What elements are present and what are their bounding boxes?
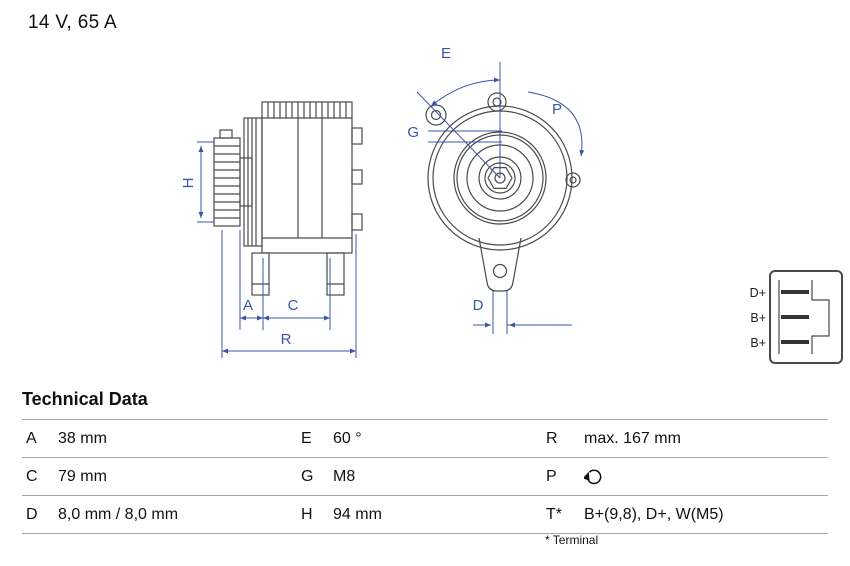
spec-key: A (22, 419, 54, 458)
dimension-H: H (180, 141, 214, 223)
pin-bplus-2 (781, 340, 809, 344)
spec-value-rotation (580, 457, 828, 496)
right-lug (565, 172, 581, 188)
spec-key: G (297, 457, 329, 496)
rotation-direction-arrow: P (527, 91, 585, 157)
table-row: C 79 mm G M8 P (22, 457, 828, 496)
spec-value: 8,0 mm / 8,0 mm (54, 495, 297, 534)
spec-value: 60 ° (329, 419, 542, 458)
spec-value: 38 mm (54, 419, 297, 458)
connector-diagram: D+ B+ B+ (750, 270, 843, 364)
spec-value: M8 (329, 457, 542, 496)
pin-bplus-1 (781, 315, 809, 319)
technical-data-table: A 38 mm E 60 ° R max. 167 mm C 79 mm G M… (22, 419, 828, 534)
bottom-lug (478, 237, 522, 292)
table-row: D 8,0 mm / 8,0 mm H 94 mm T* B+(9,8), D+… (22, 495, 828, 534)
housing (261, 101, 363, 254)
spec-key: T* (542, 495, 580, 534)
pin-dplus (781, 290, 809, 294)
threaded-lug (425, 104, 447, 126)
dimension-D: D (473, 291, 572, 334)
spec-key: H (297, 495, 329, 534)
spec-key: C (22, 457, 54, 496)
spec-key: R (542, 419, 580, 458)
dim-label-G: G (407, 124, 419, 141)
spec-value: B+(9,8), D+, W(M5) (580, 495, 828, 534)
terminal-footnote: * Terminal (545, 533, 599, 547)
technical-data-heading: Technical Data (22, 389, 148, 409)
spec-key: P (542, 457, 580, 496)
voltage-amperage-title: 14 V, 65 A (28, 12, 117, 33)
dim-label-P: P (552, 101, 562, 118)
dim-label-H: H (180, 178, 197, 189)
spec-value: 79 mm (54, 457, 297, 496)
spec-key: D (22, 495, 54, 534)
dimension-G: G (407, 124, 502, 143)
pin-label-bplus-2: B+ (750, 336, 766, 350)
rotation-clockwise-icon (582, 469, 602, 484)
alternator-side-view (213, 101, 363, 296)
alternator-front-view (425, 92, 581, 292)
dim-label-C: C (288, 297, 299, 314)
dim-label-A: A (243, 297, 253, 314)
alternator-technical-drawing: H A C R E G P (180, 45, 843, 364)
table-row: A 38 mm E 60 ° R max. 167 mm (22, 419, 828, 458)
dimension-E: E (416, 45, 501, 179)
dim-label-R: R (281, 331, 292, 348)
spec-value: 94 mm (329, 495, 542, 534)
pin-label-dplus: D+ (750, 286, 766, 300)
fan-ring (243, 117, 263, 247)
dim-label-E: E (441, 45, 451, 62)
spec-value: max. 167 mm (580, 419, 828, 458)
shaft-nut-hex (487, 167, 513, 189)
spec-key: E (297, 419, 329, 458)
pulley (213, 129, 253, 227)
pin-label-bplus-1: B+ (750, 311, 766, 325)
top-lug (487, 92, 507, 112)
dimension-R: R (221, 230, 357, 358)
dimension-A-C: A C (239, 230, 331, 330)
dim-label-D: D (473, 297, 484, 314)
